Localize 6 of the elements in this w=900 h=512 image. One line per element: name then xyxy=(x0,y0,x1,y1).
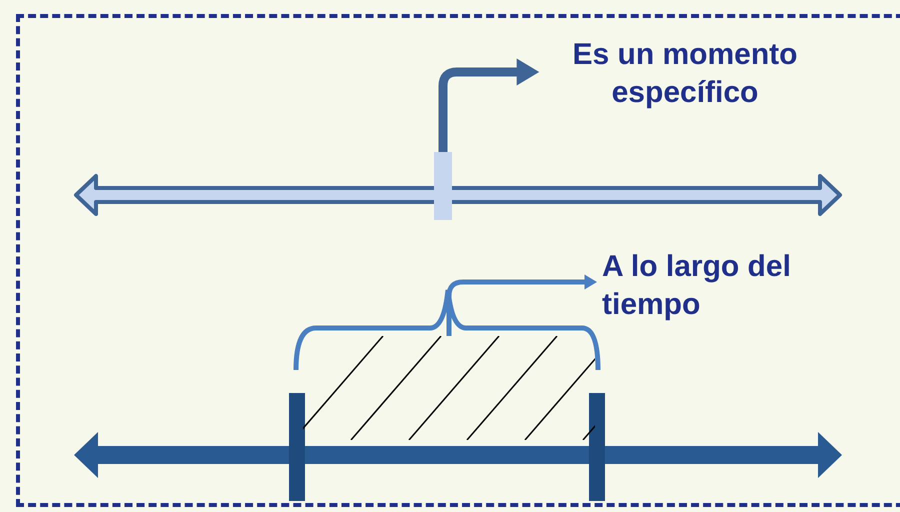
callout-text: A lo largo del tiempo xyxy=(602,249,792,323)
arrow xyxy=(438,58,540,152)
arrow xyxy=(446,274,597,336)
hatched-interval xyxy=(303,336,595,440)
tick-mark xyxy=(434,152,452,220)
callout-text: Es un momento específico xyxy=(571,37,798,111)
